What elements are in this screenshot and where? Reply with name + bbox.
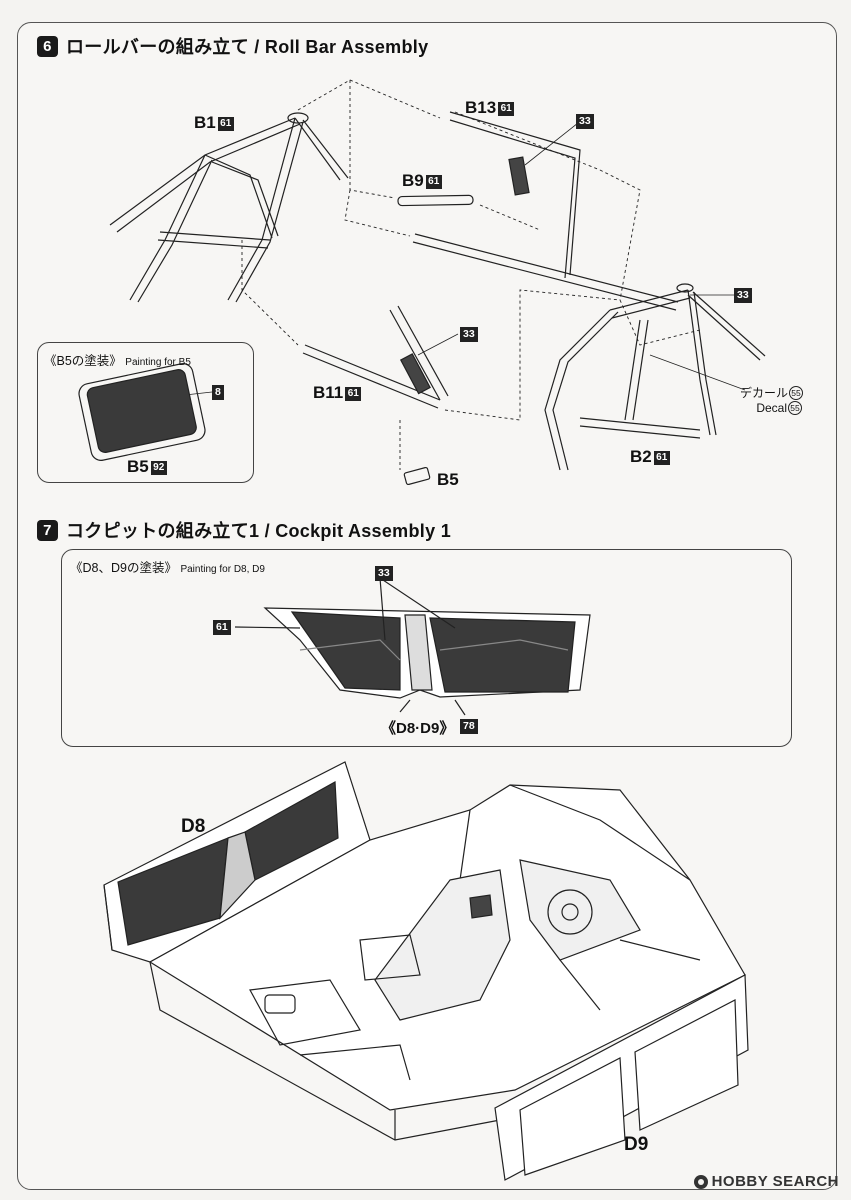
decal-num-1: 55 <box>789 386 804 400</box>
label-b13-text: B13 <box>465 98 497 117</box>
label-b5: B5 <box>437 470 459 489</box>
code-33-d: 33 <box>375 566 393 581</box>
b5-plate-drawing <box>78 363 206 461</box>
label-b2-text: B2 <box>630 447 652 466</box>
label-d8: D8 <box>181 816 206 837</box>
part-b5-small <box>403 466 431 486</box>
label-b1-text: B1 <box>194 113 216 132</box>
hobby-search-watermark: HOBBY SEARCH <box>693 1173 839 1190</box>
step7-header: 7 コクピットの組み立て1 / Cockpit Assembly 1 <box>37 517 451 543</box>
b5-panel-code: 92 <box>150 461 167 475</box>
step7-title: コクピットの組み立て1 / Cockpit Assembly 1 <box>66 521 452 541</box>
d8-d9-panel-subtitle: Painting for D8, D9 <box>180 564 265 575</box>
step7-number: 7 <box>37 519 58 541</box>
hobby-search-logo-icon <box>693 1174 708 1189</box>
label-b1-code: 61 <box>217 117 234 131</box>
step6-header: 6 ロールバーの組み立て / Roll Bar Assembly <box>37 33 428 59</box>
d8-d9-painting-panel <box>61 549 792 747</box>
step6-number: 6 <box>37 35 58 57</box>
cockpit-d8-panel <box>103 761 371 963</box>
rollbar-b2-drawing <box>544 283 766 471</box>
b5-panel-title-text: 《B5の塗装》 <box>44 354 122 368</box>
code-8: 8 <box>212 385 224 400</box>
b5-panel-part-text: B5 <box>127 457 149 476</box>
decal-en: Decal <box>756 401 787 415</box>
d8-d9-panel-title-text: 《D8、D9の塗装》 <box>70 561 177 575</box>
b5-panel-subtitle: Painting for B5 <box>125 357 191 368</box>
watermark-text: HOBBY SEARCH <box>711 1173 839 1190</box>
label-d9: D9 <box>624 1134 649 1155</box>
label-b9-code: 61 <box>425 175 442 189</box>
code-33-c: 33 <box>734 288 752 303</box>
cockpit-d9-panel <box>494 974 749 1181</box>
code-61: 61 <box>213 620 231 635</box>
cockpit-tub <box>148 784 746 1141</box>
decal-jp: デカール <box>740 386 789 400</box>
b5-panel-title: 《B5の塗装》 Painting for B5 <box>44 350 191 369</box>
bar-b9-drawing <box>397 194 474 207</box>
d8-d9-panel-title: 《D8、D9の塗装》 Painting for D8, D9 <box>70 557 265 576</box>
code-33-a: 33 <box>576 114 594 129</box>
label-b13-code: 61 <box>498 102 515 116</box>
code-33-b: 33 <box>460 327 478 342</box>
bar-long-drawing <box>412 233 679 311</box>
bar-b13-drawing <box>449 111 581 279</box>
label-b9-text: B9 <box>402 171 424 190</box>
d8-d9-panel-drawing <box>234 577 591 716</box>
decal-num-2: 55 <box>788 401 802 415</box>
label-b2-code: 61 <box>653 451 670 465</box>
rollbar-b1-drawing <box>109 112 349 303</box>
bar-b11-drawing <box>302 305 449 409</box>
b5-painting-panel <box>37 342 254 483</box>
label-b11-code: 61 <box>345 387 362 401</box>
step6-title: ロールバーの組み立て / Roll Bar Assembly <box>66 37 429 57</box>
code-78: 78 <box>460 719 478 734</box>
label-b11-text: B11 <box>313 383 344 402</box>
d8-d9-part-label: 《D8·D9》 <box>381 720 455 737</box>
